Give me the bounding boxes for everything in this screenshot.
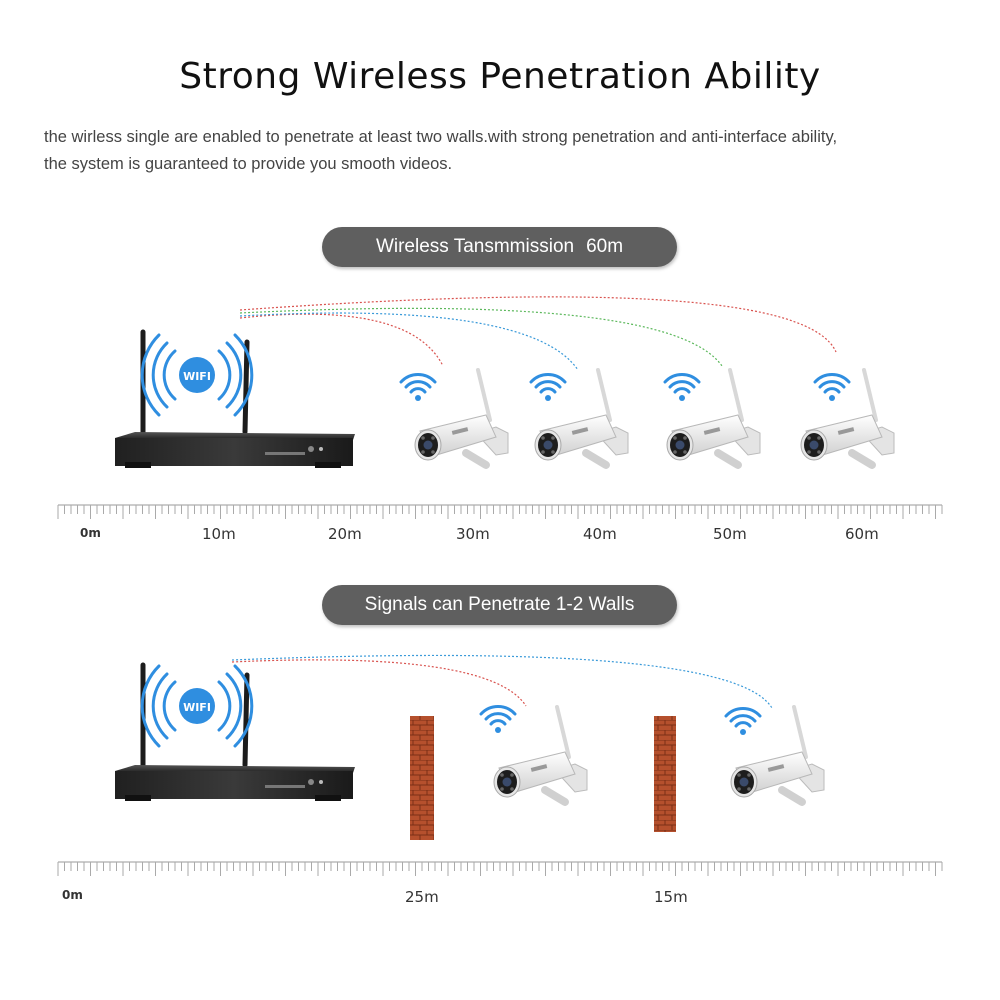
wifi-signal-icon-cam-1 <box>399 372 437 403</box>
router-badge-2: WIFI <box>183 701 211 714</box>
description: the wirless single are enabled to penetr… <box>44 124 974 178</box>
ruler2-label-15: 15m <box>654 888 688 906</box>
description-line-2: the system is guaranteed to provide you … <box>44 155 453 173</box>
ruler1-label-40: 40m <box>583 525 617 543</box>
transmission-banner: Wireless Tansmmission 60m <box>322 227 677 267</box>
camera-5 <box>494 707 587 802</box>
penetration-banner: Signals can Penetrate 1-2 Walls <box>322 585 677 625</box>
ruler1-label-10: 10m <box>202 525 236 543</box>
transmission-banner-label: Wireless Tansmmission <box>375 236 575 257</box>
wifi-bubble-icon-2: WIFI <box>140 664 254 748</box>
ruler2-label-25: 25m <box>405 888 439 906</box>
ruler1-label-50: 50m <box>713 525 747 543</box>
camera-4 <box>801 370 894 465</box>
transmission-banner-distance: 60m <box>586 236 624 257</box>
description-line-1: the wirless single are enabled to penetr… <box>44 128 838 146</box>
distance-ruler-1 <box>57 504 943 519</box>
ruler1-label-0: 0m <box>80 526 101 540</box>
distance-ruler-2 <box>57 861 943 876</box>
wifi-bubble-icon-1: WIFI <box>140 333 254 417</box>
wifi-signal-icon-cam-6 <box>724 706 762 737</box>
brick-wall-1 <box>410 716 434 840</box>
signal-arcs-section-1 <box>239 296 837 371</box>
camera-6 <box>731 707 824 802</box>
ruler1-label-30: 30m <box>456 525 490 543</box>
wifi-signal-icon-cam-5 <box>479 704 517 735</box>
penetration-banner-label: Signals can Penetrate 1-2 Walls <box>364 594 635 615</box>
camera-2 <box>535 370 628 465</box>
wifi-signal-icon-cam-3 <box>663 372 701 403</box>
signal-arcs-section-2 <box>231 654 773 709</box>
page-title: Strong Wireless Penetration Ability <box>179 56 821 97</box>
camera-3 <box>667 370 760 465</box>
ruler1-label-20: 20m <box>328 525 362 543</box>
router-badge-1: WIFI <box>183 370 211 383</box>
ruler1-label-60: 60m <box>845 525 879 543</box>
wifi-signal-icon-cam-2 <box>529 372 567 403</box>
brick-wall-2 <box>654 716 676 832</box>
ruler2-label-0: 0m <box>62 888 83 902</box>
wifi-signal-icon-cam-4 <box>813 372 851 403</box>
